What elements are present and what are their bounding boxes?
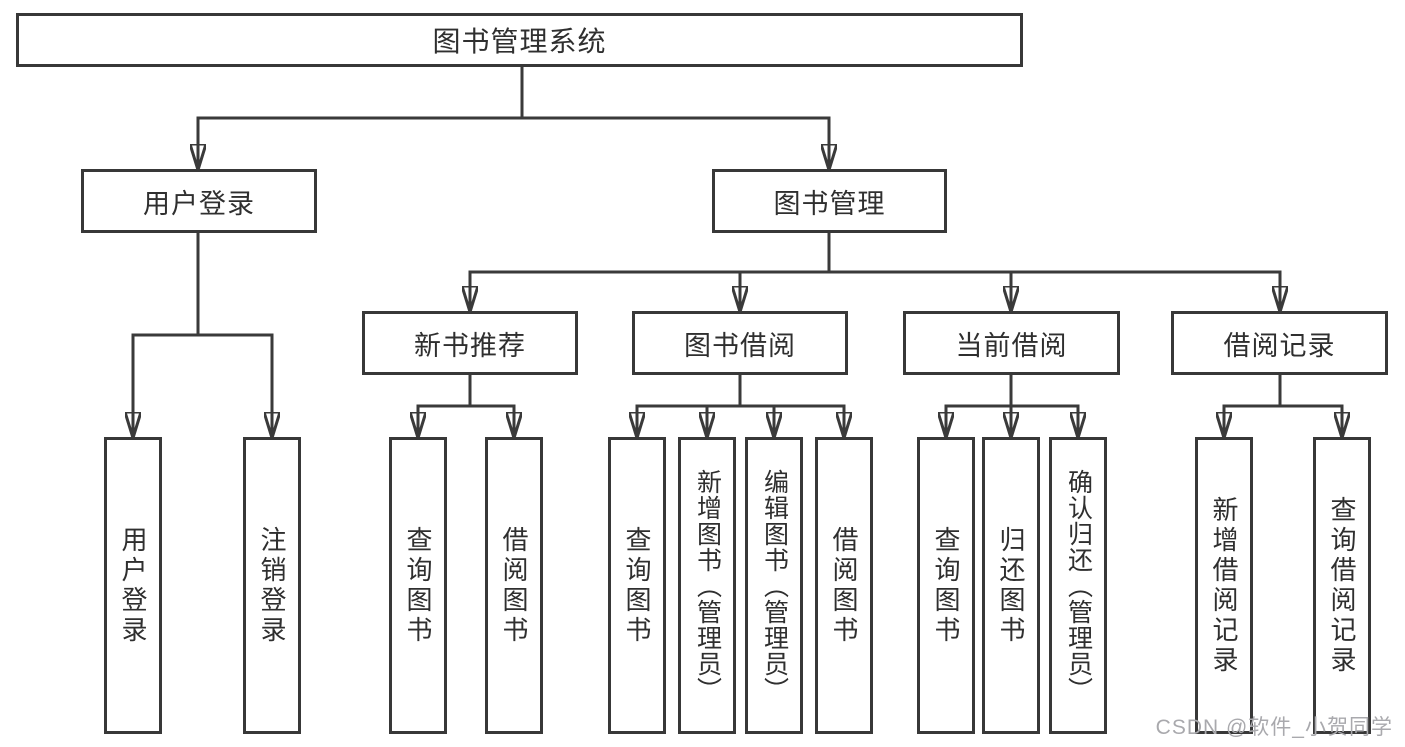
node-label: 图书管理系统 <box>432 26 607 57</box>
node-label: 借阅图书 <box>829 525 859 646</box>
node-label: 查询图书 <box>622 525 652 646</box>
csdn-watermark: CSDN @软件_小贺同学 <box>1155 716 1393 739</box>
leaf-edit-book-admin: 编辑图书（管理员） <box>745 437 803 734</box>
node-label: 图书借阅 <box>684 330 796 361</box>
leaf-query-books-borrowing: 查询图书 <box>608 437 666 734</box>
node-label: 图书管理 <box>773 188 886 219</box>
node-user-login: 用户登录 <box>81 169 317 233</box>
leaf-add-borrow-record: 新增借阅记录 <box>1195 437 1253 734</box>
connector-borrowing-records-children <box>1224 375 1342 437</box>
node-new-book-recommend: 新书推荐 <box>362 311 578 375</box>
node-label: 确认归还（管理员） <box>1064 468 1093 703</box>
connector-new-book-recommend-children <box>418 375 514 437</box>
connector-book-management-to-level3 <box>470 233 1280 311</box>
node-label: 编辑图书（管理员） <box>760 468 789 703</box>
node-label: 新增借阅记录 <box>1209 495 1239 676</box>
leaf-user-login: 用户登录 <box>104 437 162 734</box>
leaf-query-borrow-record: 查询借阅记录 <box>1313 437 1371 734</box>
connector-root-to-level2 <box>198 67 829 169</box>
node-label: 注销登录 <box>257 525 287 646</box>
node-label: 用户登录 <box>143 188 255 219</box>
node-label: 新增图书（管理员） <box>693 468 722 703</box>
node-library-management-system: 图书管理系统 <box>16 13 1023 67</box>
connector-book-borrowing-children <box>637 375 844 437</box>
leaf-return-book: 归还图书 <box>982 437 1040 734</box>
node-label: 查询图书 <box>403 525 433 646</box>
node-label: 归还图书 <box>996 525 1026 646</box>
leaf-borrow-books-recommend: 借阅图书 <box>485 437 543 734</box>
connector-current-borrowing-children <box>946 375 1078 437</box>
node-label: 新书推荐 <box>414 330 526 361</box>
node-label: 当前借阅 <box>955 330 1068 361</box>
node-label: 查询图书 <box>931 525 961 646</box>
leaf-add-book-admin: 新增图书（管理员） <box>678 437 736 734</box>
leaf-logout: 注销登录 <box>243 437 301 734</box>
leaf-query-books-recommend: 查询图书 <box>389 437 447 734</box>
node-label: 借阅图书 <box>499 525 529 646</box>
node-label: 查询借阅记录 <box>1327 495 1357 676</box>
connector-user-login-children <box>133 233 272 437</box>
leaf-query-books-current: 查询图书 <box>917 437 975 734</box>
node-book-borrowing: 图书借阅 <box>632 311 848 375</box>
node-label: 用户登录 <box>118 525 148 646</box>
leaf-confirm-return-admin: 确认归还（管理员） <box>1049 437 1107 734</box>
node-label: 借阅记录 <box>1223 330 1336 361</box>
node-current-borrowing: 当前借阅 <box>903 311 1120 375</box>
node-borrowing-records: 借阅记录 <box>1171 311 1388 375</box>
leaf-borrow-books: 借阅图书 <box>815 437 873 734</box>
node-book-management: 图书管理 <box>712 169 947 233</box>
